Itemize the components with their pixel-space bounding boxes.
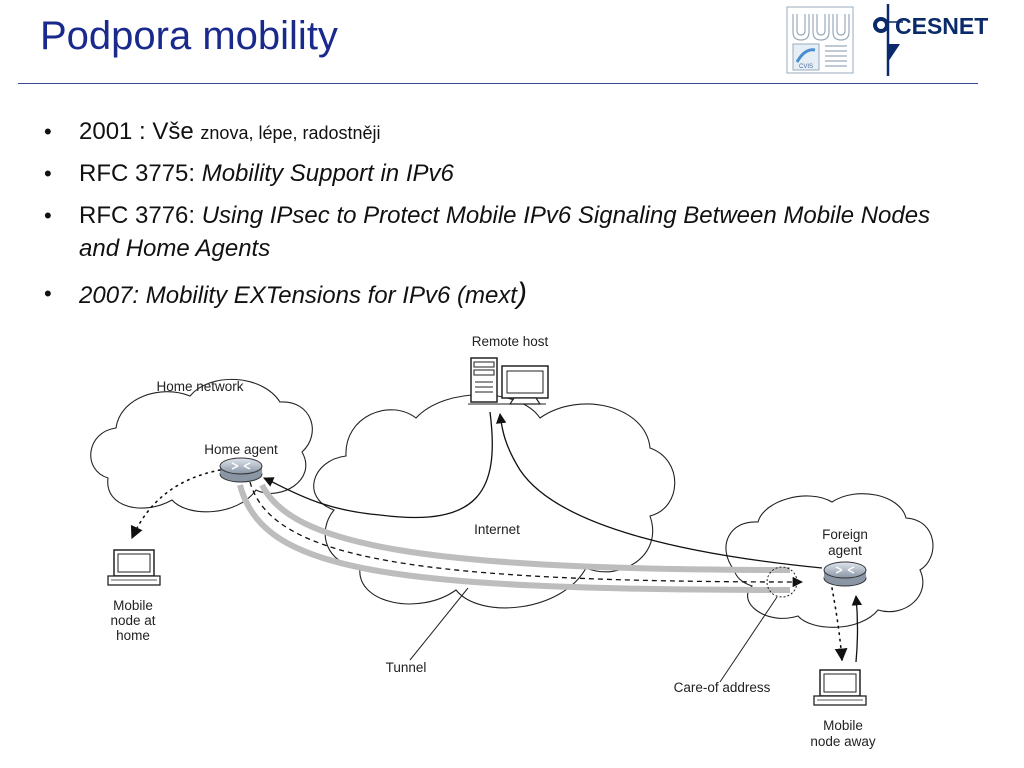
logo-area: CVIS CESNET [786, 4, 988, 76]
label-mobile-away-line2: node away [810, 734, 876, 749]
bullet-text: RFC 3776: [79, 202, 202, 229]
remote-to-home-agent-arrow [263, 411, 493, 519]
mobile-node-away-laptop-icon [813, 669, 867, 706]
home-agent-to-mobile-home-dotted [130, 469, 221, 540]
label-mobile-home-line2: node at [110, 613, 155, 628]
label-care-of-address: Care-of address [674, 680, 771, 695]
care-of-address-marker [766, 566, 798, 598]
bullet-text: RFC 3775: [79, 160, 202, 187]
bullet-text-italic: Using IPsec to Protect Mobile IPv6 Signa… [79, 202, 931, 262]
internet-cloud [313, 394, 676, 609]
bullet-text: 2001 : Vše [79, 118, 201, 145]
foreign-network-cloud [725, 493, 934, 628]
label-mobile-home-line1: Mobile [113, 598, 153, 613]
label-internet: Internet [474, 522, 520, 537]
home-agent-router-icon [219, 457, 263, 483]
slide-title: Podpora mobility [40, 14, 338, 58]
bullet-text-small: znova, lépe, radostněji [200, 123, 381, 143]
label-foreign-agent-line1: Foreign [822, 527, 868, 542]
cvis-logo: CVIS [786, 6, 854, 74]
bullet-item: 2007: Mobility EXTensions for IPv6 (mext… [44, 278, 944, 312]
label-remote-host: Remote host [472, 334, 549, 349]
bullet-item: 2001 : Vše znova, lépe, radostněji [44, 116, 944, 149]
care-of-leader-line [719, 596, 778, 683]
tunnel-lines [237, 483, 791, 593]
label-home-network: Home network [156, 379, 243, 394]
cesnet-logo-text: CESNET [895, 13, 988, 39]
bullet-item: RFC 3776: Using IPsec to Protect Mobile … [44, 199, 944, 265]
foreign-agent-to-mobile-away-dotted [831, 587, 848, 662]
cesnet-logo: CESNET [873, 4, 988, 76]
mobile-node-home-laptop-icon [107, 549, 161, 586]
bullet-text-italic: Mobility Support in IPv6 [201, 160, 454, 187]
mobile-away-to-foreign-agent-arrow [851, 594, 863, 663]
tunnel-leader-line [409, 587, 469, 661]
label-mobile-home-line3: home [116, 628, 150, 643]
title-divider [18, 83, 978, 84]
mobility-diagram: Remote host Home network Home agent Inte… [90, 334, 934, 749]
label-tunnel: Tunnel [386, 660, 427, 675]
home-network-cloud [90, 378, 313, 513]
cvis-logo-text: CVIS [799, 64, 813, 70]
label-foreign-agent-line2: agent [828, 543, 862, 558]
tunnel-data-path [249, 481, 804, 588]
foreign-agent-to-remote-arrow [496, 412, 823, 569]
bullet-list: 2001 : Vše znova, lépe, radostněji RFC 3… [44, 116, 944, 321]
bullet-paren: ) [516, 277, 527, 310]
label-mobile-away-line1: Mobile [823, 718, 863, 733]
remote-host-computer-icon [468, 357, 549, 405]
bullet-text-italic: 2007: Mobility EXTensions for IPv6 (mext [79, 282, 517, 309]
foreign-agent-router-icon [823, 561, 867, 587]
bullet-item: RFC 3775: Mobility Support in IPv6 [44, 158, 944, 190]
label-home-agent: Home agent [204, 442, 278, 457]
